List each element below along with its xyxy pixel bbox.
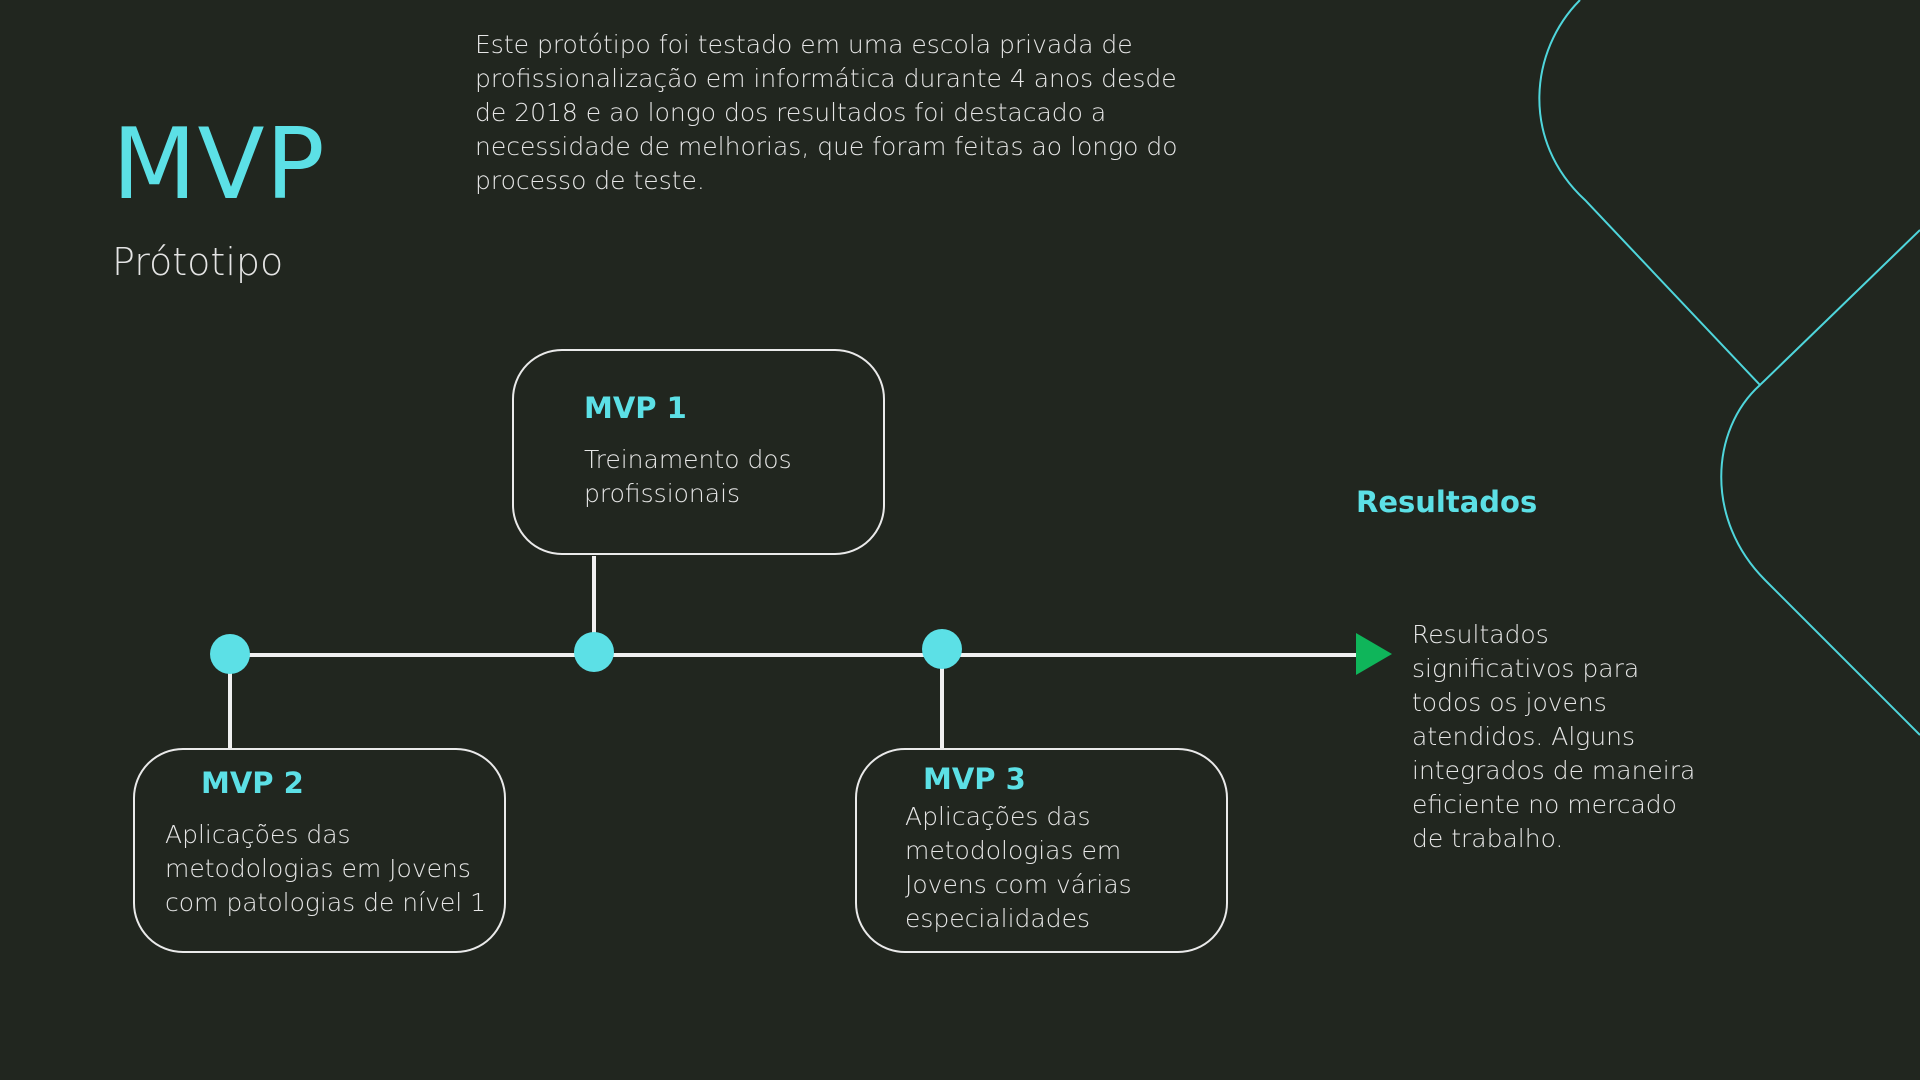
results-title: Resultados — [1356, 485, 1538, 519]
mvp1-card: MVP 1 Treinamento dos profissionais — [512, 349, 885, 555]
timeline-arrow-icon — [1356, 633, 1392, 675]
timeline-node-mvp3 — [922, 629, 962, 669]
mvp2-label: MVP 2 — [201, 766, 304, 800]
slide-subtitle: Prótotipo — [112, 240, 284, 284]
timeline-node-mvp1 — [574, 632, 614, 672]
timeline-node-mvp2 — [210, 634, 250, 674]
decorative-curve-bottom — [1720, 384, 1920, 736]
mvp1-label: MVP 1 — [584, 391, 687, 425]
mvp2-card: MVP 2 Aplicações das metodologias em Jov… — [133, 748, 506, 953]
decorative-curve-top — [1538, 0, 1920, 387]
mvp3-label: MVP 3 — [923, 762, 1026, 796]
mvp1-text: Treinamento dos profissionais — [584, 445, 792, 508]
mvp3-text: Aplicações das metodologias em Jovens co… — [905, 802, 1132, 933]
results-text: Resultados significativos para todos os … — [1412, 620, 1696, 853]
intro-paragraph: Este protótipo foi testado em uma escola… — [475, 30, 1178, 195]
mvp2-text: Aplicações das metodologias em Jovens co… — [165, 820, 487, 917]
slide-title: MVP — [112, 108, 326, 222]
mvp3-card: MVP 3 Aplicações das metodologias em Jov… — [855, 748, 1228, 953]
